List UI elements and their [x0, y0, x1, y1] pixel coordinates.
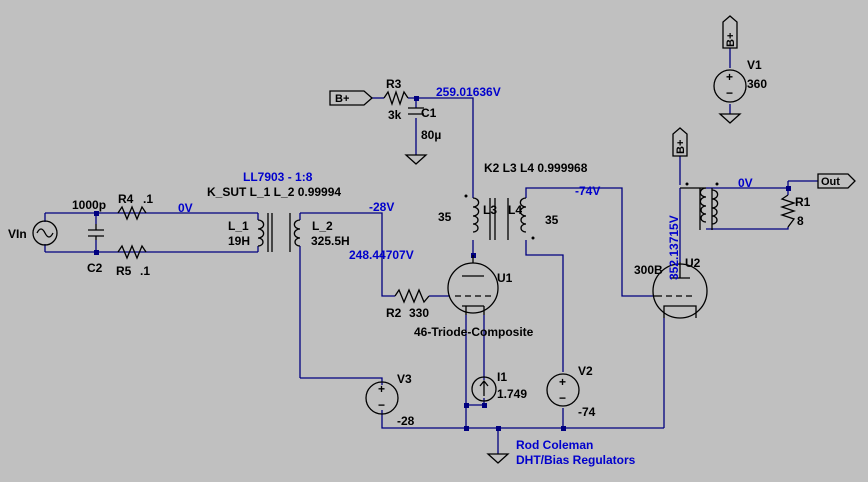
v1-value: 360 — [747, 77, 767, 91]
wires — [44, 48, 818, 454]
node-output-voltage: 0V — [738, 176, 753, 190]
flag-out[interactable]: Out — [817, 173, 856, 189]
k-sut-statement: K_SUT L_1 L_2 0.99994 — [207, 185, 341, 199]
resistor-r1[interactable] — [779, 194, 797, 228]
inductor-l2[interactable] — [293, 219, 301, 247]
output-transformer[interactable] — [680, 182, 719, 231]
l2-value: 325.5H — [311, 234, 350, 248]
u1-name: U1 — [497, 271, 513, 285]
capacitor-c1[interactable] — [408, 107, 424, 115]
i1-name: I1 — [497, 370, 507, 384]
resistor-r3[interactable] — [383, 89, 409, 107]
v3-name: V3 — [397, 372, 412, 386]
v1-name: V1 — [747, 58, 762, 72]
l3-name: L3 — [483, 203, 497, 217]
i1-value: 1.749 — [497, 387, 527, 401]
component-labels: R3 3k C1 80µ V1 360 K2 L3 L4 0.999968 K_… — [8, 58, 811, 428]
flag-b-plus-u2[interactable]: B+ — [672, 127, 688, 157]
triode-u2[interactable] — [652, 262, 708, 319]
voltage-source-v3[interactable]: + − — [365, 381, 399, 415]
net-labels: 259.01636V LL7903 - 1:8 0V -28V 248.4470… — [178, 85, 753, 467]
node-u2-plate-voltage: 352.13715V — [667, 215, 681, 280]
r5-name: R5 — [116, 264, 132, 278]
flag-b-plus-v1[interactable]: B+ — [722, 15, 738, 49]
l1-value: 19H — [228, 234, 250, 248]
svg-text:−: − — [559, 391, 566, 405]
flag-b-plus-v1-label: B+ — [725, 33, 737, 47]
r1-name: R1 — [795, 195, 811, 209]
triode-u1[interactable] — [447, 255, 499, 315]
c1-value: 80µ — [421, 128, 441, 142]
c1-name: C1 — [421, 106, 437, 120]
l3-value: 35 — [438, 210, 452, 224]
node-plate-voltage: 259.01636V — [436, 85, 501, 99]
flag-b-plus-u2-label: B+ — [675, 140, 687, 154]
c2-name: C2 — [87, 261, 103, 275]
svg-text:+: + — [559, 375, 566, 389]
l1-name: L_1 — [228, 219, 249, 233]
node-l2-voltage: -28V — [369, 200, 394, 214]
node-input-voltage: 0V — [178, 201, 193, 215]
svg-text:−: − — [378, 398, 385, 412]
resistor-r4[interactable] — [117, 205, 147, 221]
r4-value: .1 — [143, 192, 153, 206]
r3-name: R3 — [386, 77, 402, 91]
node-grid-voltage: 248.44707V — [349, 248, 414, 262]
r2-name: R2 — [386, 306, 402, 320]
node-bias-voltage: -74V — [575, 184, 600, 198]
inductor-l3[interactable] — [464, 194, 480, 233]
vin-source[interactable] — [32, 220, 58, 246]
r1-value: 8 — [797, 214, 804, 228]
voltage-source-v1[interactable]: + − — [713, 69, 747, 103]
u2-model: 300B — [634, 263, 663, 277]
resistor-r2[interactable] — [394, 288, 430, 304]
transformer-core-t1 — [267, 213, 291, 252]
l2-name: L_2 — [312, 219, 333, 233]
ll7903-label: LL7903 - 1:8 — [243, 170, 313, 184]
inductor-l4[interactable] — [519, 197, 535, 240]
vin-label: VIn — [8, 227, 27, 241]
inductor-l1[interactable] — [257, 219, 265, 247]
v2-name: V2 — [578, 364, 593, 378]
v2-value: -74 — [578, 405, 596, 419]
v3-value: -28 — [397, 414, 415, 428]
l4-value: 35 — [545, 213, 559, 227]
u2-name: U2 — [685, 256, 701, 270]
r5-value: .1 — [140, 264, 150, 278]
u1-model: 46-Triode-Composite — [414, 325, 534, 339]
k2-statement: K2 L3 L4 0.999968 — [484, 161, 588, 175]
r3-value: 3k — [388, 108, 402, 122]
r4-name: R4 — [118, 192, 134, 206]
r2-value: 330 — [409, 306, 429, 320]
transformer-core-t2 — [489, 198, 509, 240]
flag-out-label: Out — [821, 176, 840, 188]
flag-b-plus-left[interactable]: B+ — [329, 90, 373, 106]
voltage-source-v2[interactable]: + − — [546, 373, 580, 407]
capacitor-c4[interactable] — [88, 224, 104, 240]
flag-b-plus-left-label: B+ — [335, 93, 349, 105]
svg-text:+: + — [378, 382, 385, 396]
svg-text:−: − — [726, 86, 733, 100]
credit-line-2: DHT/Bias Regulators — [516, 453, 636, 467]
credit-line-1: Rod Coleman — [516, 438, 593, 452]
svg-text:+: + — [726, 70, 733, 84]
ground-symbol — [404, 113, 742, 464]
c4-value: 1000p — [72, 198, 106, 212]
current-source-i1[interactable] — [471, 376, 497, 402]
l4-name: L4 — [508, 203, 522, 217]
resistor-r5[interactable] — [117, 244, 147, 260]
